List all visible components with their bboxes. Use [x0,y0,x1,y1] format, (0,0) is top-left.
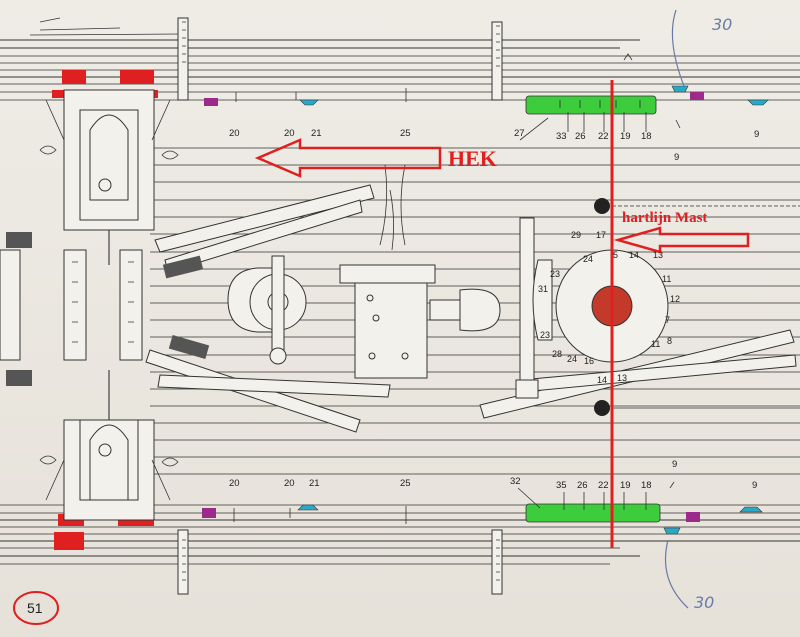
bottom-rail-post-left [177,529,189,595]
label-13: 13 [617,373,627,383]
main-hatch [339,164,501,379]
stern-hatches [0,232,143,386]
bottom-cyan-cleat-21 [297,504,319,511]
top-green-channel [525,95,657,115]
label-5: 5 [613,250,618,260]
label-23: 23 [550,269,560,279]
top-rail-labels: 20 20 21 25 27 33 26 22 19 18 9 9 [229,128,759,163]
bottom-cyan-cleat-9 [739,506,763,513]
label-33: 33 [556,131,567,142]
bottom-magenta-2 [686,512,700,522]
top-magenta-2 [690,92,704,100]
sweep-grip-bottom [168,335,210,359]
top-cyan-cleat-9 [747,99,769,106]
label-9: 9 [672,459,677,470]
stern-grating-top [6,232,32,248]
label-9: 9 [752,480,757,491]
label-19: 19 [620,480,631,491]
label-20: 20 [284,478,295,489]
label-26: 26 [577,480,588,491]
label-7: 7 [665,315,670,325]
label-22: 22 [598,131,609,142]
label-31: 31 [538,284,548,294]
label-26: 26 [575,131,586,142]
hek-label: HEK [448,146,497,171]
label-32: 32 [510,476,521,487]
label-20: 20 [229,128,240,139]
eyebolt-top [594,198,610,214]
label-11: 11 [662,274,671,284]
label-25: 25 [400,478,411,489]
sweep-grip-top [162,255,204,279]
label-28: 28 [552,349,562,359]
label-27: 27 [514,128,525,139]
bottom-red-block-3 [54,532,84,550]
label-9: 9 [754,129,759,140]
bottom-rail-post-right [491,529,503,595]
top-magenta-1 [204,98,218,106]
label-20: 20 [229,478,240,489]
bottom-rail-labels: 20 20 21 25 32 35 26 22 19 18 9 9 [229,459,757,491]
eyebolt-bottom [594,400,610,416]
label-18: 18 [641,131,652,142]
label-24: 24 [567,354,577,364]
stern-carriage-top [39,89,179,265]
label-24: 24 [583,254,593,264]
stern-grating-bottom [6,370,32,386]
label-14: 14 [629,250,639,260]
handwritten-curl-top [671,9,685,87]
label-21: 21 [311,128,322,139]
hek-arrow [254,138,442,178]
mast-label: hartlijn Mast [622,210,707,226]
label-25: 25 [400,128,411,139]
top-cyan-cleat-21 [299,99,319,106]
top-red-block-2 [120,70,154,84]
label-20: 20 [284,128,295,139]
label-16: 16 [584,356,594,366]
label-18: 18 [641,480,652,491]
top-rail-post-right [491,21,503,101]
pin-ring-labels: 29 17 24 5 14 13 23 11 31 12 7 23 11 8 2… [538,230,680,385]
label-19: 19 [620,131,631,142]
mast-arrow [613,226,750,254]
label-17: 17 [596,230,606,240]
top-cyan-block [671,85,689,93]
label-14: 14 [597,375,607,385]
page-number: 51 [27,600,43,616]
label-29: 29 [571,230,581,240]
label-35: 35 [556,480,567,491]
label-11: 11 [651,339,660,349]
sweeps [145,184,797,433]
handwritten-bottom: 30 [694,593,714,612]
bottom-cyan-block [663,527,681,535]
label-22: 22 [598,480,609,491]
top-red-block-1 [62,70,86,84]
bottom-magenta-1 [202,508,216,518]
label-8: 8 [667,336,672,346]
stern-carriage-bottom [39,370,179,521]
handwritten-top: 30 [712,15,732,34]
bottom-rail [0,481,800,595]
label-21: 21 [309,478,320,489]
bottom-green-channel [525,503,661,523]
top-rail-post-left [177,17,189,101]
handwritten-curl-bottom [664,539,689,609]
capstan [227,255,307,365]
label-9: 9 [674,152,679,163]
label-12: 12 [670,294,680,304]
page-number-circle [13,591,59,625]
label-23: 23 [540,330,550,340]
label-13: 13 [653,250,663,260]
